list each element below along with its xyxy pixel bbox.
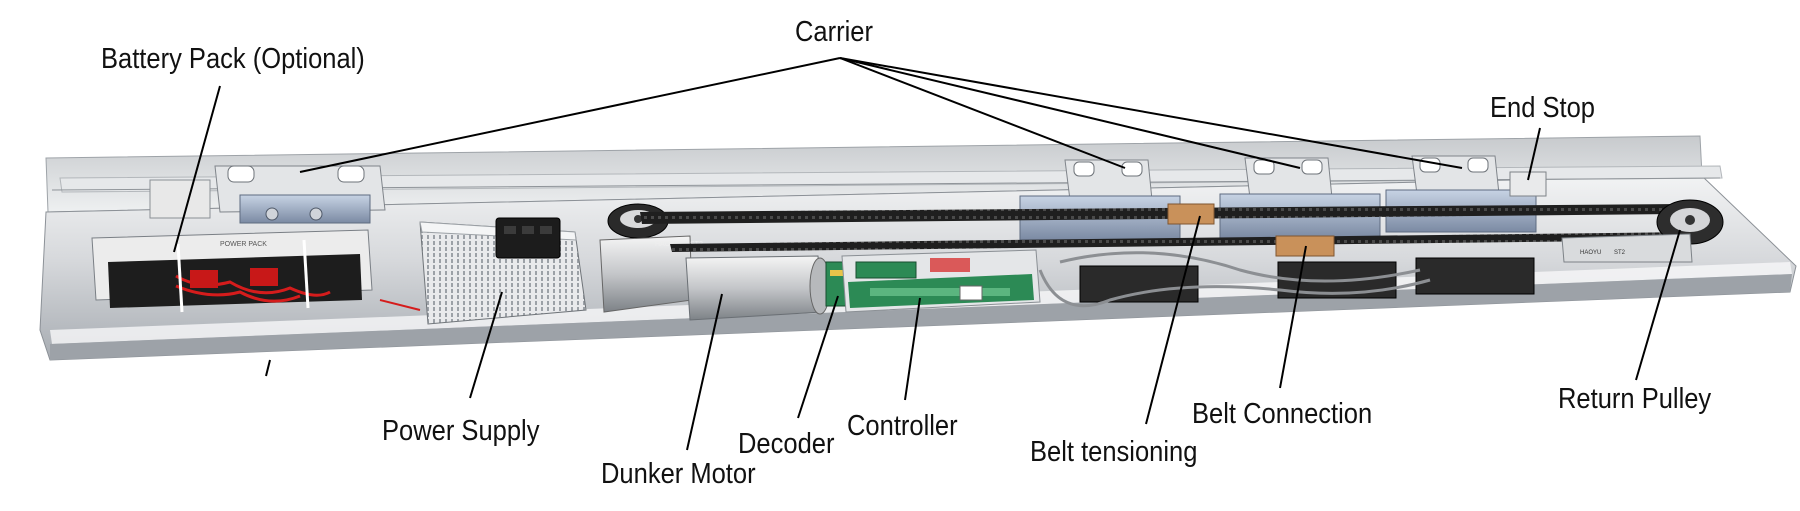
return-pulley: HAOYU ST2 — [1561, 199, 1724, 263]
end-stop-leader — [1527, 127, 1541, 181]
label-return-pulley: Return Pulley — [1558, 383, 1712, 415]
label-end-stop: End Stop — [1490, 92, 1596, 124]
label-controller: Controller — [847, 410, 958, 442]
carrier-leader-1 — [299, 57, 841, 173]
label-belt-connection: Belt Connection — [1192, 398, 1373, 430]
controller — [841, 249, 1041, 313]
carrier-left — [149, 165, 386, 224]
carrier-leader-3 — [839, 57, 1301, 169]
label-carrier: Carrier — [795, 16, 873, 48]
battery-sticker: POWER PACK — [220, 241, 267, 248]
battery-leader — [173, 85, 221, 253]
label-belt-tensioning: Belt tensioning — [1030, 436, 1198, 468]
pulley-brand: HAOYU — [1580, 250, 1601, 256]
label-decoder: Decoder — [738, 428, 835, 460]
label-battery-pack: Battery Pack (Optional) — [101, 43, 365, 75]
motor-leader — [686, 293, 723, 451]
battery-pack: POWER PACK — [91, 229, 421, 313]
belt-connection-leader — [1279, 245, 1307, 389]
toothed-belt — [640, 204, 1692, 252]
rail-tick — [265, 359, 271, 377]
carrier-leader-4 — [839, 57, 1463, 169]
label-dunker-motor: Dunker Motor — [601, 458, 756, 490]
controller-leader — [904, 297, 921, 401]
pulley-code: ST2 — [1614, 250, 1626, 256]
label-power-supply: Power Supply — [382, 415, 540, 447]
return-pulley-leader — [1635, 229, 1681, 381]
decoder-leader — [797, 295, 839, 419]
power-supply-leader — [469, 291, 503, 399]
carrier-leader-2 — [839, 57, 1126, 169]
leader-lines — [173, 57, 1681, 451]
power-supply — [419, 217, 587, 325]
motor-brand: HAOYU — [655, 241, 680, 248]
belt-tensioning-leader — [1145, 215, 1201, 425]
